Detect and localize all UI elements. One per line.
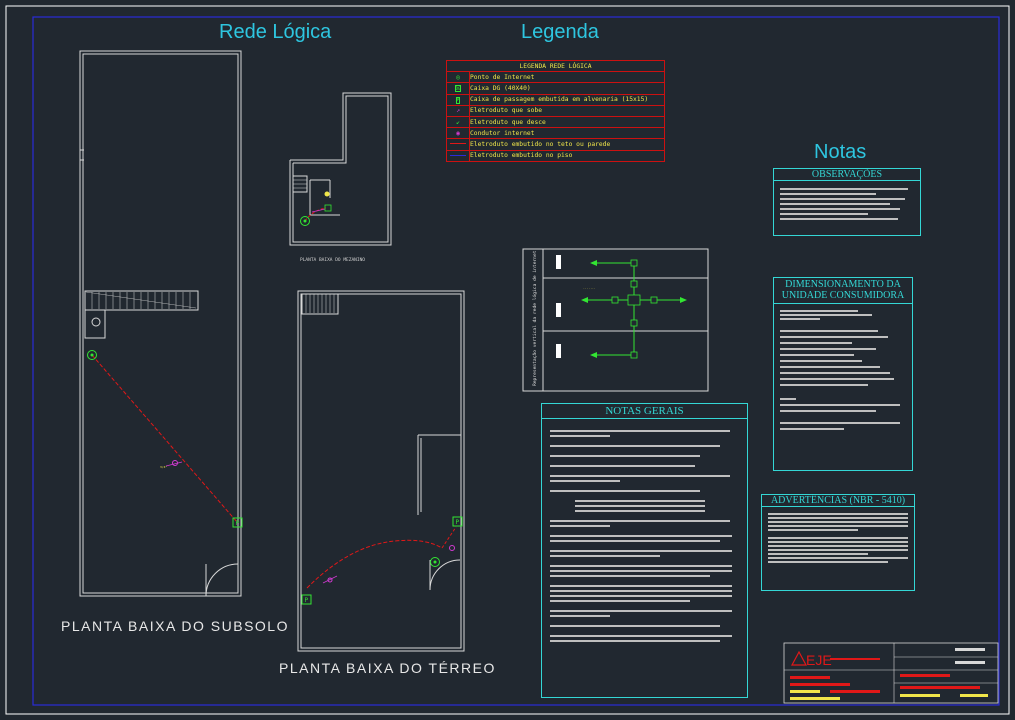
legend-label: Eletroduto que desce bbox=[469, 115, 665, 129]
riser-side-label: Representação vertical da rede lógica de… bbox=[531, 250, 538, 386]
conduit-down-icon: ↙ bbox=[456, 118, 460, 126]
subsolo-floor-plan bbox=[79, 50, 242, 597]
sheet-inner-frame bbox=[32, 16, 1000, 706]
svg-text:P: P bbox=[456, 519, 460, 526]
svg-text:P: P bbox=[305, 597, 309, 604]
title-legenda: Legenda bbox=[521, 21, 599, 43]
notas-gerais-text-lines bbox=[542, 419, 747, 653]
legend-label: Eletroduto que sobe bbox=[469, 104, 665, 117]
legend-label: Eletroduto embutido no teto ou parede bbox=[469, 138, 665, 151]
mezanino-plan-label: PLANTA BAIXA DO MEZANINO bbox=[300, 257, 365, 263]
network-point-icon: ◎ bbox=[456, 73, 460, 81]
legend-table: LEGENDA REDE LÓGICA ◎ Ponto de Internet D… bbox=[446, 59, 665, 162]
dimensionamento-title: DIMENSIONAMENTO DA UNIDADE CONSUMIDORA bbox=[774, 278, 912, 304]
riser-diagram: ....... Representação vertical da rede l… bbox=[522, 248, 709, 392]
terreo-plan-label: PLANTA BAIXA DO TÉRREO bbox=[279, 660, 496, 676]
legend-header: LEGENDA REDE LÓGICA bbox=[446, 59, 665, 73]
floor-conduit-icon bbox=[450, 154, 466, 156]
svg-text:.......: ....... bbox=[583, 286, 596, 290]
legend-row: P Caixa de passagem embutida em alvenaria… bbox=[446, 93, 665, 106]
legend-row: Eletroduto embutido no teto ou parede bbox=[446, 138, 665, 151]
title-block-logo: EJE bbox=[806, 652, 832, 668]
svg-text:3/4": 3/4" bbox=[160, 465, 167, 469]
dimensionamento-text-lines bbox=[774, 304, 912, 438]
conduit-up-icon: ↗ bbox=[456, 107, 460, 115]
subsolo-network-route: P 3/4" bbox=[87, 350, 243, 528]
observacoes-title: OBSERVAÇÕES bbox=[774, 169, 920, 181]
conductor-icon: ◉ bbox=[456, 129, 460, 137]
notas-gerais-box: NOTAS GERAIS bbox=[541, 403, 748, 698]
legend-row: ◎ Ponto de Internet bbox=[446, 71, 665, 84]
legend-row: ◉ Condutor internet bbox=[446, 127, 665, 140]
notas-gerais-title: NOTAS GERAIS bbox=[542, 404, 747, 419]
legend-label: Ponto de Internet bbox=[469, 71, 665, 84]
dimensionamento-box: DIMENSIONAMENTO DA UNIDADE CONSUMIDORA bbox=[773, 277, 913, 471]
observacoes-text-lines bbox=[774, 181, 920, 227]
legend-label: Caixa DG (40X40) bbox=[469, 82, 665, 95]
title-block: EJE bbox=[783, 642, 999, 704]
mezanino-floor-plan bbox=[289, 92, 392, 246]
sheet-outer-frame bbox=[5, 5, 1010, 715]
advertencias-title: ADVERTÊNCIAS (NBR - 5410) bbox=[762, 495, 914, 507]
title-notas: Notas bbox=[814, 141, 867, 163]
wall-conduit-icon bbox=[450, 143, 466, 145]
mezanino-network-route bbox=[300, 204, 332, 226]
terreo-floor-plan bbox=[297, 290, 465, 652]
advertencias-box: ADVERTÊNCIAS (NBR - 5410) bbox=[761, 494, 915, 591]
legend-label: Condutor internet bbox=[469, 127, 665, 140]
subsolo-plan-label: PLANTA BAIXA DO SUBSOLO bbox=[61, 618, 289, 634]
legend-label: Caixa de passagem embutida em alvenaria … bbox=[469, 93, 665, 106]
legend-row: Eletroduto embutido no piso bbox=[446, 149, 665, 162]
svg-text:P: P bbox=[236, 520, 240, 527]
title-rede-logica: Rede Lógica bbox=[219, 21, 332, 43]
advertencias-text-lines bbox=[762, 507, 914, 569]
dg-box-icon: DG bbox=[454, 84, 462, 92]
pass-box-icon: P bbox=[455, 97, 461, 105]
terreo-network-route: P P bbox=[301, 516, 463, 605]
legend-row: DG Caixa DG (40X40) bbox=[446, 82, 665, 95]
observacoes-box: OBSERVAÇÕES bbox=[773, 168, 921, 236]
legend-label: Eletroduto embutido no piso bbox=[469, 149, 665, 162]
legend-row: ↙ Eletroduto que desce bbox=[446, 115, 665, 129]
legend-row: ↗ Eletroduto que sobe bbox=[446, 104, 665, 117]
